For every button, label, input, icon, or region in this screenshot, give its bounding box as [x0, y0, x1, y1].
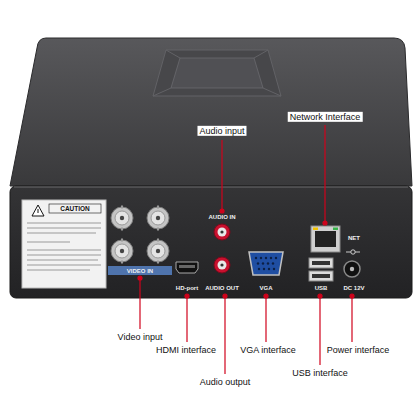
usb-port	[309, 271, 333, 281]
callout-label: Video input	[118, 332, 163, 342]
vga-pins	[255, 257, 277, 270]
hdmi-port	[176, 262, 198, 273]
warning-mark	[38, 209, 39, 213]
panel-marking: USB	[315, 285, 328, 292]
panel-marking: HD-port	[176, 285, 198, 292]
panel-marking: DC 12V	[343, 285, 364, 292]
lid-edge	[153, 88, 171, 96]
callout-label: USB interface	[292, 368, 348, 378]
lid-plate	[171, 58, 263, 88]
callout-label: HDMI interface	[156, 345, 216, 355]
polarity-symbol	[346, 250, 360, 254]
lid-edge	[166, 50, 180, 58]
callout-label: Audio output	[200, 377, 251, 387]
panel-marking: VIDEO IN	[127, 267, 153, 274]
video-in-band	[108, 266, 172, 275]
panel-highlight	[14, 187, 408, 188]
rj45-opening	[315, 231, 336, 247]
rca-audio-out	[214, 257, 230, 273]
panel-marking: AUDIO IN	[209, 214, 236, 221]
panel-marking: NET	[348, 235, 360, 242]
panel-marking: VGA	[259, 285, 272, 292]
usb-tongue	[312, 274, 330, 278]
lid-recess	[153, 50, 281, 96]
rca-audio-in	[214, 224, 230, 240]
caution-sticker	[22, 200, 106, 288]
panel-marking: AUDIO OUT	[205, 285, 239, 292]
usb-port	[309, 258, 333, 268]
led	[313, 228, 318, 231]
fine-print	[27, 223, 101, 270]
lid-edge	[263, 88, 281, 96]
vga-port	[249, 252, 283, 275]
rear-panel	[10, 186, 412, 298]
callout-label: VGA interface	[240, 345, 296, 355]
hdmi-pins	[179, 265, 195, 268]
warning-label: CAUTION	[60, 205, 90, 212]
caution-box	[49, 204, 101, 213]
lid-edge	[254, 50, 268, 58]
callout-label: Power interface	[327, 345, 390, 355]
warning-triangle	[32, 205, 44, 216]
led	[333, 228, 338, 231]
dc-jack	[344, 261, 360, 277]
bnc-connectors	[111, 206, 169, 264]
callout-label: Network Interface	[288, 112, 363, 122]
usb-tongue	[312, 261, 330, 265]
rj45-port	[311, 226, 340, 252]
housing-top	[10, 38, 412, 186]
callout-label: Audio input	[197, 126, 246, 136]
leader-lines	[138, 125, 354, 374]
